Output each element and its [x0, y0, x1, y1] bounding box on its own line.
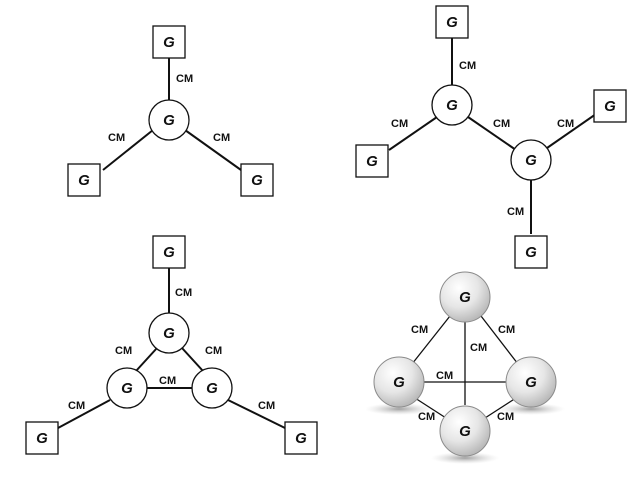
edge-label-c1-t: CM	[459, 60, 476, 72]
edge-cr-r	[227, 399, 286, 429]
edge-label-cl-cr: CM	[159, 375, 176, 387]
node-circle-top: G	[148, 312, 190, 354]
edge-label-l-r: CM	[436, 370, 453, 382]
node-label: G	[121, 380, 133, 397]
node-circle-left: G	[106, 367, 148, 409]
edge-l-b	[414, 397, 447, 419]
edge-label-ct-cl: CM	[115, 345, 132, 357]
node-sphere-top: G	[439, 271, 491, 323]
node-label: G	[525, 244, 537, 261]
node-square-right: G	[284, 421, 318, 455]
node-label: G	[163, 325, 175, 342]
edge-ct-cr	[181, 347, 204, 372]
node-square-top: G	[435, 5, 469, 39]
edge-t-l	[411, 315, 451, 365]
edge-cl-l	[57, 399, 111, 429]
edge-label-c2-r: CM	[557, 118, 574, 130]
node-circle-right: G	[191, 367, 233, 409]
edge-c-r	[184, 129, 242, 171]
edge-label-c-l: CM	[108, 132, 125, 144]
node-label: G	[459, 423, 471, 440]
shadow-left	[365, 403, 433, 415]
node-label: G	[525, 152, 537, 169]
node-label: G	[446, 97, 458, 114]
edge-label-r-b: CM	[497, 411, 514, 423]
node-circle-center-2: G	[510, 139, 552, 181]
node-label: G	[393, 374, 405, 391]
node-label: G	[295, 430, 307, 447]
node-label: G	[163, 34, 175, 51]
panel-triangle-core: CM CM CM CM CM CM G G G G G G	[25, 235, 318, 455]
edge-r-b	[484, 397, 517, 419]
node-square-left: G	[355, 144, 389, 178]
edge-label-c1-c2: CM	[493, 118, 510, 130]
node-label: G	[525, 374, 537, 391]
node-label: G	[78, 172, 90, 189]
node-label: G	[163, 112, 175, 129]
node-sphere-bottom: G	[439, 405, 491, 457]
node-sphere-left: G	[373, 356, 425, 408]
node-label: G	[36, 430, 48, 447]
node-square-right: G	[593, 89, 627, 123]
panel-tri-branch: CM CM CM G G G G	[67, 25, 274, 197]
edge-label-c1-l: CM	[391, 118, 408, 130]
edge-label-t-l: CM	[411, 324, 428, 336]
edge-label-l-b: CM	[418, 411, 435, 423]
shadow-right	[497, 403, 565, 415]
edge-c1-l	[388, 116, 438, 151]
panel-tetrahedron: CM CM CM CM CM CM G G G G	[365, 271, 565, 464]
edge-label-cl-l: CM	[68, 400, 85, 412]
node-label: G	[206, 380, 218, 397]
node-square-top: G	[152, 25, 186, 59]
shadow-bottom	[431, 452, 499, 464]
edge-label-c-t: CM	[176, 73, 193, 85]
edge-label-ct-t: CM	[175, 287, 192, 299]
edge-label-t-r: CM	[498, 324, 515, 336]
node-sphere-right: G	[505, 356, 557, 408]
node-square-left: G	[25, 421, 59, 455]
edge-label-ct-cr: CM	[205, 345, 222, 357]
node-square-right: G	[240, 163, 274, 197]
node-square-bottom: G	[514, 235, 548, 269]
node-label: G	[604, 98, 616, 115]
edge-c-l	[102, 129, 154, 171]
node-label: G	[446, 14, 458, 31]
node-label: G	[459, 289, 471, 306]
node-label: G	[163, 244, 175, 261]
edge-t-r	[480, 315, 519, 365]
edge-c1-c2	[467, 116, 517, 151]
edge-label-cr-r: CM	[258, 400, 275, 412]
edge-c2-r	[546, 113, 597, 149]
panel-two-center: CM CM CM CM CM G G G G G G	[355, 5, 627, 269]
edge-label-t-b: CM	[470, 342, 487, 354]
edge-label-c2-b: CM	[507, 206, 524, 218]
node-square-top: G	[152, 235, 186, 269]
node-circle-center-1: G	[431, 84, 473, 126]
edge-ct-cl	[135, 347, 158, 372]
edge-label-c-r: CM	[213, 132, 230, 144]
node-square-left: G	[67, 163, 101, 197]
node-circle-center: G	[148, 99, 190, 141]
node-label: G	[366, 153, 378, 170]
node-label: G	[251, 172, 263, 189]
